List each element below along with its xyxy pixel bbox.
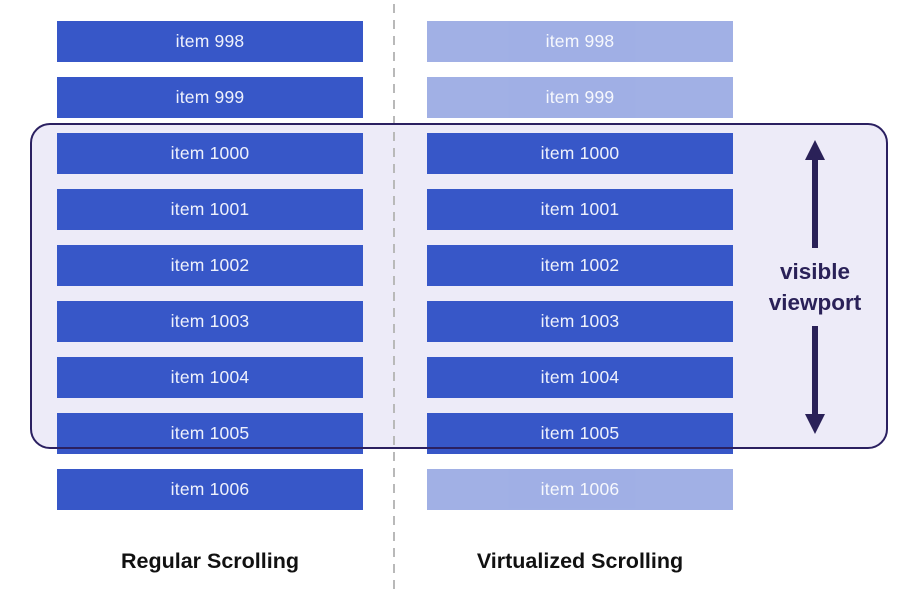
list-item-label: item 998: [545, 31, 615, 51]
list-item-bar: item 1002: [427, 245, 733, 286]
list-item-bar: item 1001: [427, 189, 733, 230]
list-item-label: item 1004: [540, 367, 620, 387]
virtualized-scrolling-list: item 998 item 999 item 1000 item 1001 it…: [427, 21, 733, 510]
list-item-bar-unrendered: item 998: [427, 21, 733, 62]
list-item-label: item 1006: [540, 479, 620, 499]
list-item-label: item 1001: [540, 199, 620, 219]
list-item-bar: item 1000: [427, 133, 733, 174]
list-item-bar: item 1003: [427, 301, 733, 342]
list-item-label: item 1002: [170, 255, 250, 275]
list-item-label: item 999: [175, 87, 245, 107]
viewport-label-line2: viewport: [768, 290, 862, 315]
viewport-annotation: visible viewport: [755, 140, 875, 434]
list-item-label: item 1001: [170, 199, 250, 219]
arrow-down-icon: [805, 326, 825, 434]
list-item-bar: item 1005: [427, 413, 733, 454]
arrow-up-icon: [805, 140, 825, 248]
list-item-label: item 1000: [540, 143, 620, 163]
list-item-label: item 1003: [540, 311, 620, 331]
list-item-label: item 1006: [170, 479, 250, 499]
list-item-bar: item 998: [57, 21, 363, 62]
list-item-bar: item 1003: [57, 301, 363, 342]
viewport-label: visible viewport: [769, 256, 862, 318]
list-item-label: item 1003: [170, 311, 250, 331]
list-item-label: item 999: [545, 87, 615, 107]
column-divider-dashed-line: [393, 4, 395, 590]
list-item-bar: item 1006: [57, 469, 363, 510]
list-item-bar-unrendered: item 1006: [427, 469, 733, 510]
regular-scrolling-list: item 998 item 999 item 1000 item 1001 it…: [57, 21, 363, 510]
list-item-bar: item 1004: [57, 357, 363, 398]
regular-scrolling-title: Regular Scrolling: [120, 549, 299, 573]
virtualized-scrolling-title: Virtualized Scrolling: [476, 549, 684, 573]
list-item-label: item 1000: [170, 143, 250, 163]
list-item-bar: item 1002: [57, 245, 363, 286]
list-item-label: item 1005: [540, 423, 620, 443]
list-item-label: item 1004: [170, 367, 250, 387]
list-item-bar: item 999: [57, 77, 363, 118]
list-item-label: item 998: [175, 31, 245, 51]
list-item-bar: item 1005: [57, 413, 363, 454]
list-item-bar: item 1000: [57, 133, 363, 174]
list-item-bar: item 1004: [427, 357, 733, 398]
list-item-label: item 1005: [170, 423, 250, 443]
viewport-label-line1: visible: [779, 259, 851, 284]
list-item-bar-unrendered: item 999: [427, 77, 733, 118]
list-item-bar: item 1001: [57, 189, 363, 230]
list-item-label: item 1002: [540, 255, 620, 275]
